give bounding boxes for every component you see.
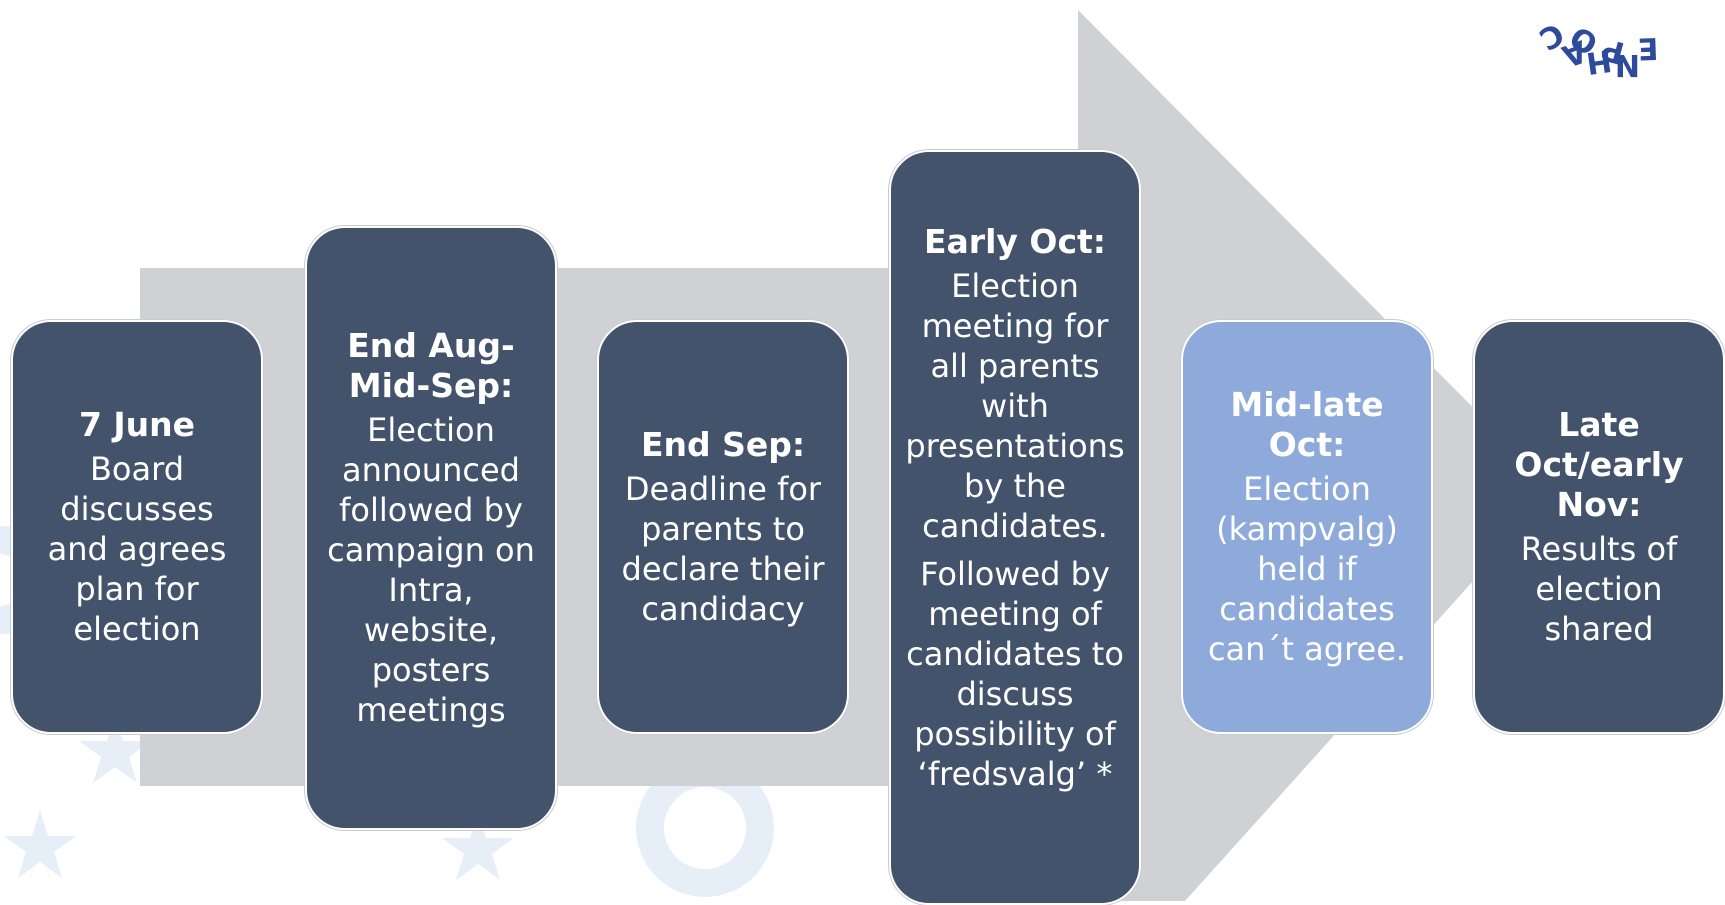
logo-arc: O P E N H A C: [1533, 15, 1659, 82]
step-body: Deadline for parents to declare their ca…: [621, 470, 825, 628]
step-title: End Sep:: [640, 425, 806, 464]
star-icon: [79, 715, 151, 783]
step-title: Late Oct/early Nov:: [1514, 405, 1684, 524]
step-title: Early Oct:: [924, 222, 1106, 261]
star-icon: [4, 810, 76, 878]
step-card-3: End Sep: Deadline for parents to declare…: [597, 320, 849, 734]
decorative-shapes: [4, 715, 514, 880]
logo-letter-h: H: [1584, 42, 1614, 80]
step-card-4: Early Oct: Election meeting for all pare…: [889, 150, 1141, 905]
step-body: Election announced followed by campaign …: [327, 411, 535, 729]
ring-icon: [636, 759, 774, 897]
step-card-1: 7 June Board discusses and agrees plan f…: [11, 320, 263, 734]
logo-letter-n: N: [1615, 47, 1640, 82]
step-title: Mid-late Oct:: [1230, 385, 1384, 464]
step-title: 7 June: [78, 405, 196, 444]
step-body: Election (kampvalg) held if candidates c…: [1207, 470, 1407, 668]
step-body: Board discusses and agrees plan for elec…: [47, 450, 227, 648]
step-card-2: End Aug- Mid-Sep: Election announced fol…: [305, 226, 557, 830]
logo-letter-e: E: [1637, 30, 1659, 66]
step-body-followup: Followed by meeting of candidates to dis…: [906, 555, 1124, 793]
step-body: Results of election shared: [1520, 530, 1678, 648]
star-icon: [442, 812, 514, 880]
step-body: Election meeting for all parents with pr…: [905, 267, 1125, 545]
step-card-5: Mid-late Oct: Election (kampvalg) held i…: [1181, 320, 1433, 734]
step-title: End Aug- Mid-Sep:: [347, 326, 515, 405]
step-card-6: Late Oct/early Nov: Results of election …: [1473, 320, 1725, 734]
